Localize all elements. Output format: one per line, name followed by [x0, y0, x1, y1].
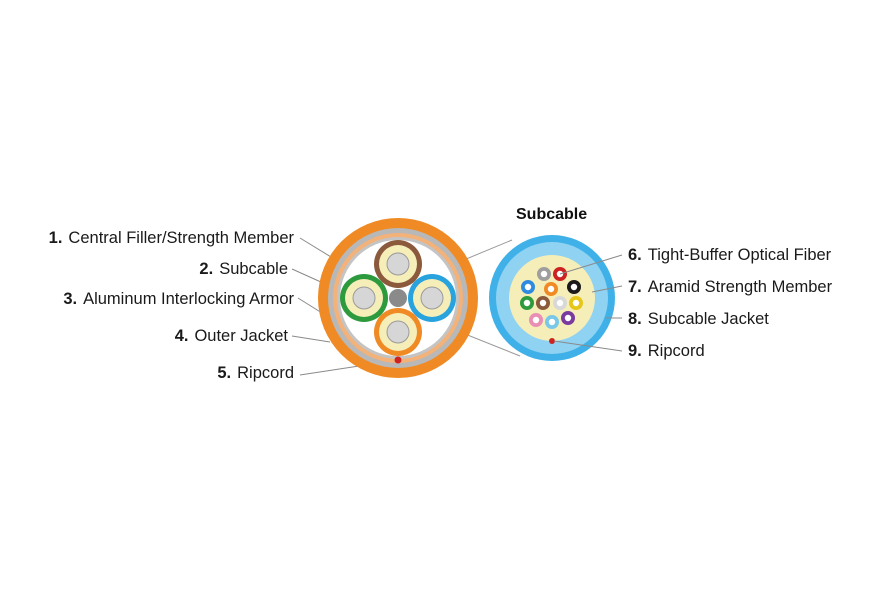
- subcable-detail: [489, 235, 615, 361]
- fiber-core: [540, 270, 548, 278]
- subcable-orange: [374, 308, 422, 356]
- tight-buffer-fibers: [520, 267, 583, 329]
- leader-line-4: [291, 335, 331, 343]
- subcable-blue: [408, 274, 456, 322]
- fiber-core: [570, 283, 578, 291]
- label-subcable: 2.Subcable: [199, 260, 288, 278]
- leader-line-6: [559, 254, 623, 275]
- fiber-core: [547, 285, 555, 293]
- fiber-core: [572, 299, 580, 307]
- fiber-core: [564, 314, 572, 322]
- subcable-green: [340, 274, 388, 322]
- fiber-core: [532, 316, 540, 324]
- subcable-brown: [374, 240, 422, 288]
- leader-line-7: [591, 285, 623, 293]
- main-cable: [318, 218, 478, 378]
- subcable-title: Subcable: [516, 206, 588, 223]
- right-leader-lines: [553, 254, 623, 352]
- label-tight-buffer-fiber: 6.Tight-Buffer Optical Fiber: [628, 246, 832, 264]
- label-aramid-strength-member: 7.Aramid Strength Member: [628, 278, 833, 296]
- label-central-filler: 1.Central Filler/Strength Member: [48, 229, 294, 247]
- subcable-ripcord-dot: [549, 338, 555, 344]
- label-ripcord: 5.Ripcord: [217, 364, 294, 382]
- central-filler: [389, 289, 407, 307]
- fiber-core: [539, 299, 547, 307]
- label-subcable-jacket: 8.Subcable Jacket: [628, 310, 769, 328]
- label-outer-jacket: 4.Outer Jacket: [174, 327, 288, 345]
- fiber-core: [548, 318, 556, 326]
- fiber-core: [524, 283, 532, 291]
- ripcord-dot: [394, 356, 402, 364]
- fiber-core: [556, 299, 564, 307]
- label-subcable-ripcord: 9.Ripcord: [628, 342, 705, 360]
- fiber-core: [523, 299, 531, 307]
- leader-line-9: [553, 340, 623, 352]
- label-aluminum-armor: 3.Aluminum Interlocking Armor: [63, 290, 294, 308]
